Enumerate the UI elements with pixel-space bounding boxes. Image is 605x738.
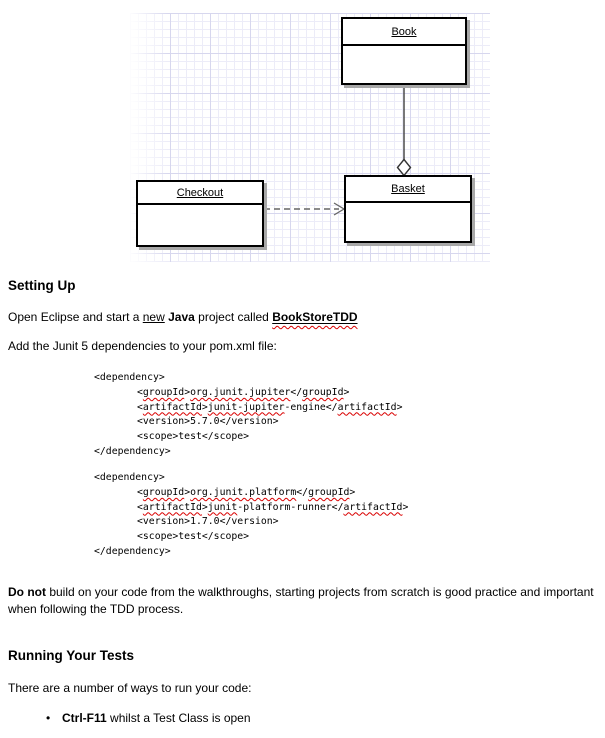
code-token: </: [296, 486, 309, 498]
code-line: <dependency>: [94, 371, 402, 386]
code-line: <artifactId>junit-platform-runner</artif…: [94, 501, 408, 516]
code-block-platform: <dependency> <groupId>org.junit.platform…: [94, 471, 408, 560]
uml-diagram: Book Basket Checkout: [130, 13, 490, 262]
code-token: <dependency>: [94, 472, 165, 483]
uml-class-book-title: Book: [343, 19, 465, 46]
dependency-arrowhead-icon: [333, 202, 346, 216]
code-token: </: [290, 386, 303, 398]
code-token: <scope>test</scope>: [137, 531, 250, 543]
code-line: <version>5.7.0</version>: [94, 415, 402, 430]
misspelled-code-token: artifactId: [337, 401, 397, 413]
aggregation-diamond-icon: [396, 158, 412, 177]
code-token: <: [137, 486, 143, 498]
misspelled-code-token: groupId: [302, 386, 344, 398]
code-line: </dependency>: [94, 545, 408, 560]
code-block-jupiter: <dependency> <groupId>org.junit.jupiter<…: [94, 371, 402, 460]
code-line: <version>1.7.0</version>: [94, 515, 408, 530]
misspelled-code-token: org.junit.platform: [190, 486, 297, 498]
bullet-item-ctrl-f11: • Ctrl-F11 whilst a Test Class is open: [46, 710, 251, 727]
code-token: <: [137, 386, 143, 398]
do-not-rest: build on your code from the walkthroughs…: [8, 585, 597, 616]
code-token: -engine: [284, 401, 326, 413]
misspelled-code-token: artifactId: [142, 501, 202, 513]
code-token: -platform-runner: [237, 501, 332, 513]
uml-class-checkout: Checkout: [136, 180, 264, 247]
code-token: >: [343, 386, 350, 398]
uml-class-basket-label: Basket: [391, 183, 425, 195]
code-token: <: [137, 501, 143, 513]
project-name: BookStoreTDD: [272, 310, 358, 324]
code-line: <scope>test</scope>: [94, 530, 408, 545]
misspelled-code-token: groupId: [142, 386, 185, 398]
intro-new-underlined: new: [142, 310, 165, 324]
bullet-text: whilst a Test Class is open: [106, 711, 251, 725]
code-token: >: [396, 401, 403, 413]
uml-class-basket-title: Basket: [346, 177, 470, 203]
code-line: <dependency>: [94, 471, 408, 486]
intro-java-bold: Java: [168, 310, 195, 324]
misspelled-code-token: artifactId: [142, 401, 202, 413]
code-token: </dependency>: [94, 445, 171, 457]
misspelled-code-token: artifactId: [343, 501, 403, 513]
code-token: >: [349, 486, 356, 498]
code-token: >: [402, 501, 409, 513]
code-token: <: [137, 401, 143, 413]
code-token: >: [201, 501, 208, 513]
misspelled-code-token: groupId: [308, 486, 350, 498]
code-line: <groupId>org.junit.platform</groupId>: [94, 486, 408, 501]
code-line: <artifactId>junit-jupiter-engine</artifa…: [94, 401, 402, 416]
code-token: <scope>test</scope>: [137, 431, 250, 443]
shortcut-key-bold: Ctrl-F11: [62, 711, 107, 725]
code-line: </dependency>: [94, 445, 402, 460]
uml-class-book-label: Book: [391, 25, 417, 38]
paragraph-add-junit: Add the Junit 5 dependencies to your pom…: [8, 339, 277, 353]
paragraph-ways-to-run: There are a number of ways to run your c…: [8, 681, 252, 695]
misspelled-code-token: groupId: [142, 486, 185, 498]
paragraph-open-eclipse: Open Eclipse and start a new Java projec…: [8, 309, 358, 326]
code-token: <version>5.7.0</version>: [137, 416, 279, 428]
project-name-misspelled: BookStoreTDD: [272, 310, 357, 324]
misspelled-code-token: junit: [207, 501, 238, 513]
misspelled-code-token: junit-jupiter: [207, 401, 285, 413]
heading-running-tests: Running Your Tests: [8, 648, 135, 663]
code-token: </: [325, 401, 338, 413]
code-line: <scope>test</scope>: [94, 430, 402, 445]
uml-class-basket: Basket: [344, 175, 472, 243]
uml-class-checkout-title: Checkout: [138, 182, 262, 205]
intro-text: Open Eclipse and start a: [8, 310, 143, 324]
misspelled-code-token: org.junit.jupiter: [190, 386, 291, 398]
do-not-bold: Do not: [8, 585, 46, 599]
code-token: </: [331, 501, 344, 513]
uml-class-checkout-label: Checkout: [176, 186, 224, 199]
paragraph-do-not: Do not build on your code from the walkt…: [8, 584, 602, 618]
code-token: >: [184, 486, 191, 498]
intro-called: project called: [194, 310, 273, 324]
code-token: >: [201, 401, 208, 413]
uml-class-book: Book: [341, 17, 467, 85]
code-token: <version>1.7.0</version>: [137, 516, 279, 528]
code-token: </dependency>: [94, 545, 171, 557]
heading-setting-up: Setting Up: [8, 278, 76, 293]
code-token: >: [184, 386, 191, 398]
code-line: <groupId>org.junit.jupiter</groupId>: [94, 386, 402, 401]
code-token: <dependency>: [94, 372, 165, 383]
bullet-glyph: •: [46, 711, 51, 725]
